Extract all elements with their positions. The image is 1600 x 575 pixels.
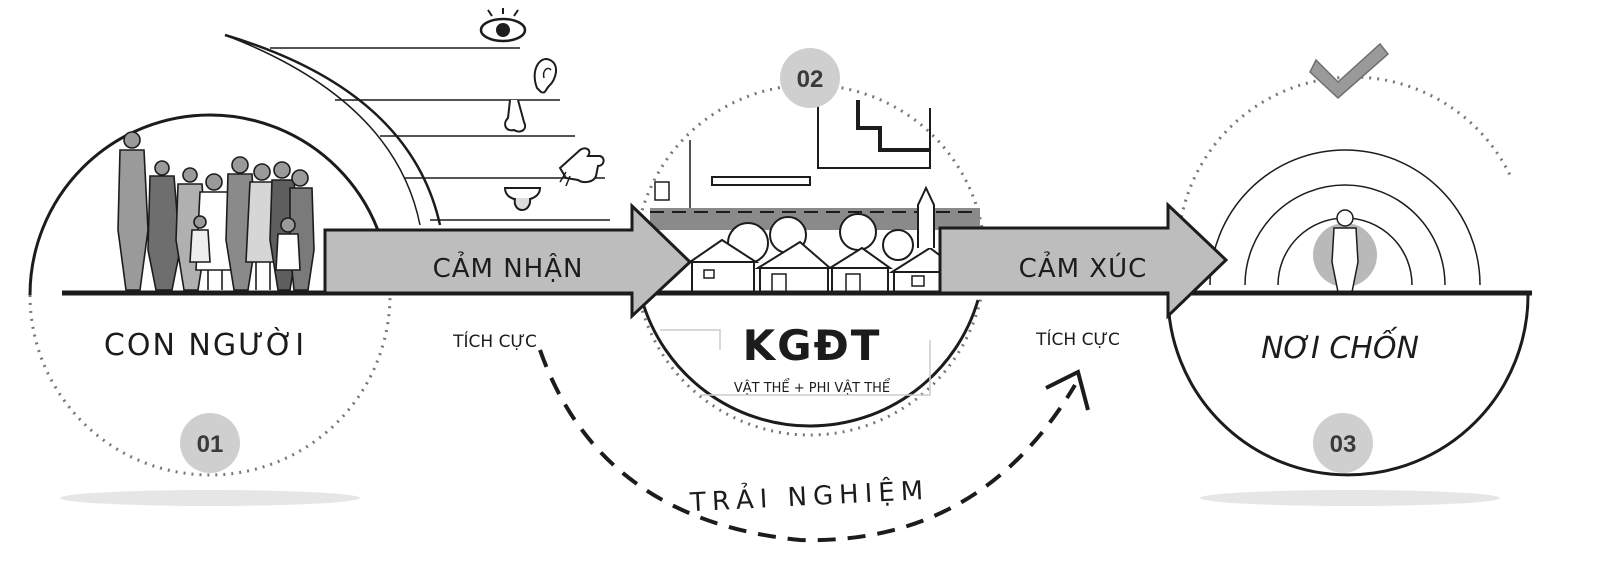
arrowhead-icon bbox=[1045, 369, 1090, 411]
urban-space-illustration bbox=[650, 100, 980, 396]
stage-2-number: 02 bbox=[797, 66, 824, 93]
experience-label: TRẢI NGHIỆM bbox=[688, 472, 930, 519]
stage-3-label: NƠI CHỐN bbox=[1261, 326, 1419, 366]
stage-1-badge: 01 bbox=[180, 413, 240, 473]
place-rings-illustration bbox=[1209, 149, 1481, 293]
stage-1-label: CON NGƯỜI bbox=[104, 326, 306, 363]
stage-2-label: KGĐT bbox=[743, 321, 882, 370]
eye-icon bbox=[479, 8, 527, 43]
ear-icon bbox=[533, 58, 557, 94]
stage-3-number: 03 bbox=[1330, 431, 1357, 458]
stage-2-badge: 02 bbox=[780, 48, 840, 108]
shadow-1 bbox=[60, 490, 360, 506]
tongue-icon bbox=[503, 187, 542, 211]
stage-1-number: 01 bbox=[197, 431, 224, 458]
arrow-1-label: CẢM NHẬN bbox=[433, 250, 584, 284]
stage-3-badge: 03 bbox=[1313, 413, 1373, 473]
senses-arc bbox=[224, 33, 610, 226]
stage-3-circle bbox=[1166, 75, 1530, 477]
hand-icon bbox=[558, 147, 605, 187]
arrow-1-qualifier: TÍCH CỰC bbox=[452, 330, 537, 352]
arrow-2-label: CẢM XÚC bbox=[1019, 250, 1148, 284]
nose-icon bbox=[504, 99, 526, 133]
arrow-2-qualifier: TÍCH CỰC bbox=[1035, 328, 1120, 350]
arrow-2 bbox=[938, 201, 1229, 320]
shadow-3 bbox=[1200, 490, 1500, 506]
check-icon bbox=[1309, 42, 1390, 100]
stage-2-sublabel: VẬT THỂ + PHI VẬT THỂ bbox=[734, 379, 891, 396]
arrow-1 bbox=[323, 202, 693, 320]
people-crowd-illustration bbox=[117, 131, 315, 291]
stage-1-circle bbox=[28, 113, 392, 477]
experience-arc bbox=[538, 349, 1090, 543]
